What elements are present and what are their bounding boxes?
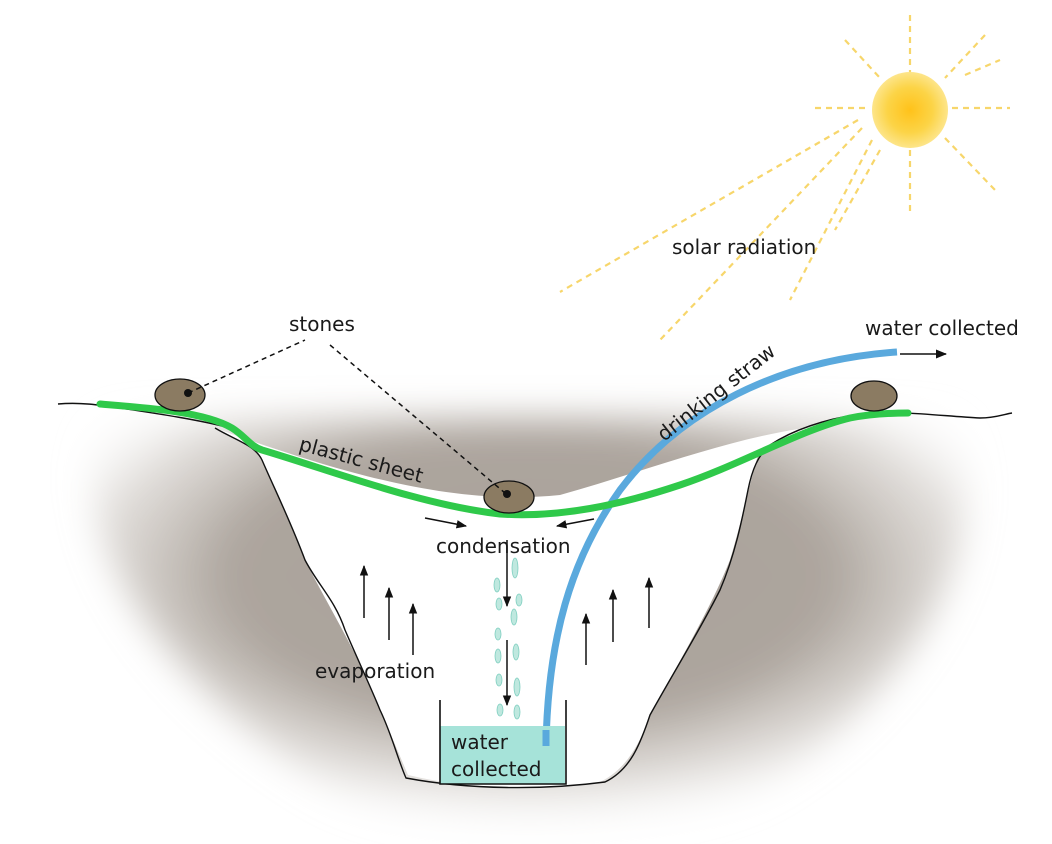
- leader-dot: [503, 490, 511, 498]
- evaporation-arrows-left: [359, 564, 418, 655]
- label-stones: stones: [289, 312, 355, 336]
- label-solar-radiation: solar radiation: [672, 235, 816, 259]
- water-droplets: [493, 557, 523, 720]
- sun-rays: [559, 15, 1010, 341]
- pit-hole: [215, 425, 835, 788]
- stone-icon: [850, 380, 898, 412]
- stones-leaders: [187, 339, 506, 494]
- label-container-line1: water: [451, 730, 509, 754]
- label-condensation: condensation: [436, 534, 571, 558]
- plastic-sheet: [96, 400, 912, 519]
- label-water-collected-outlet: water collected: [865, 316, 1019, 340]
- condensation-arrow-left: [424, 517, 468, 529]
- label-evaporation: evaporation: [315, 659, 435, 683]
- label-container-line2: collected: [451, 757, 542, 781]
- drinking-straw: [542, 348, 898, 746]
- condensation-arrow-right: [555, 518, 595, 529]
- sun-icon: [872, 72, 948, 148]
- evaporation-arrows-right: [581, 576, 654, 665]
- stone-icon: [154, 378, 206, 412]
- leader-dot: [184, 389, 192, 397]
